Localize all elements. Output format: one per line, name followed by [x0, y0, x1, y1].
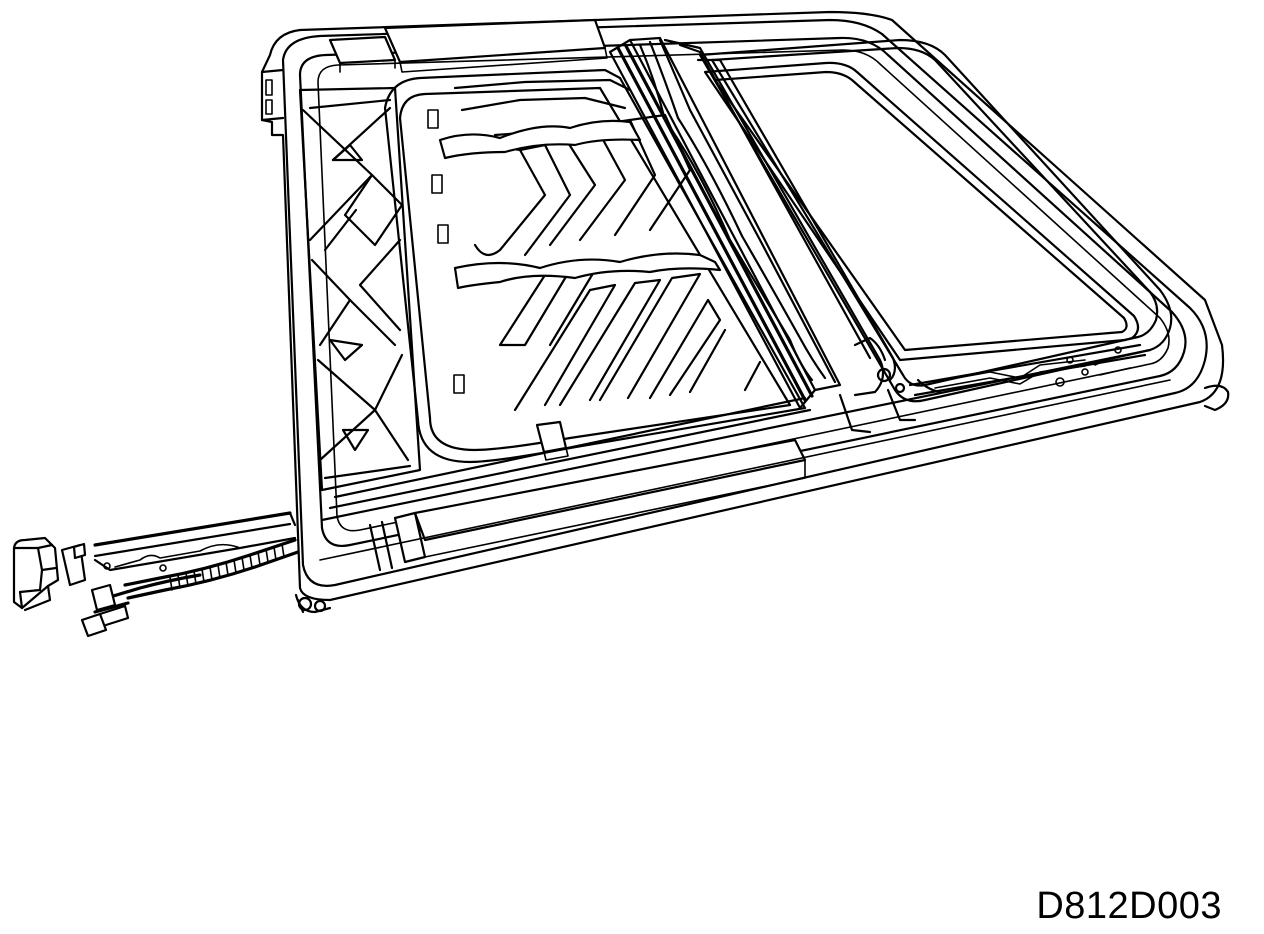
glass-panel [698, 38, 1173, 403]
figure-code-label: D812D003 [1036, 885, 1222, 927]
cross-brace [298, 86, 422, 492]
right-guide-rail [838, 343, 1147, 434]
sunshade-panel [383, 68, 807, 464]
outer-frame [260, 10, 1230, 614]
drive-cable-assembly [12, 511, 300, 638]
glass-panel-seal [608, 36, 897, 410]
